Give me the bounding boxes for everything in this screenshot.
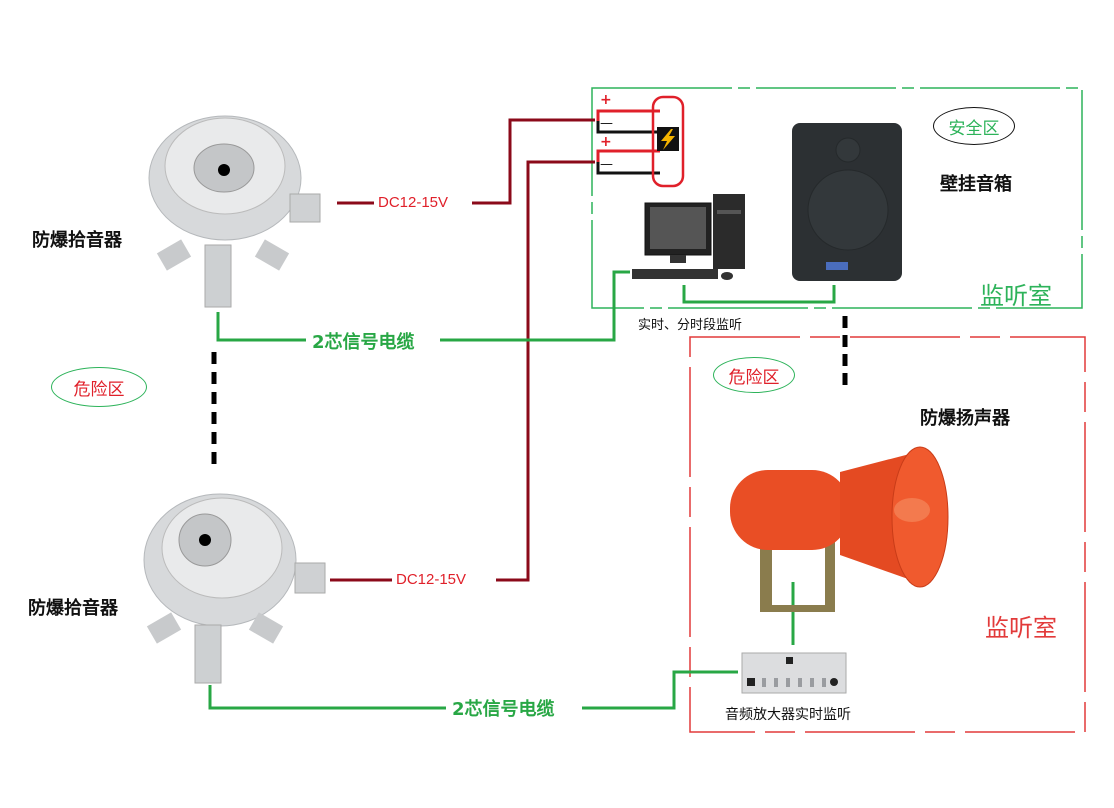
power-supply-outline	[651, 95, 685, 188]
signal-wire-top-route	[440, 270, 630, 342]
power-wire-top-route	[472, 118, 595, 205]
computer-device	[632, 194, 745, 280]
safe-zone-frame	[591, 87, 1083, 309]
lightning-icon	[661, 129, 675, 150]
pc-speaker-wire	[682, 285, 836, 304]
signal-label-top: 2芯信号电缆	[306, 328, 421, 354]
field-zone-badge: 危险区	[51, 367, 147, 407]
plus-sign-bottom: +	[600, 134, 612, 150]
signal-wire-bottom-route	[582, 670, 738, 710]
field-zone-badge-text: 危险区	[73, 379, 125, 400]
signal-wire-bottom	[208, 685, 446, 710]
hazard-room-frame	[689, 336, 1086, 733]
horn-speaker-device	[730, 446, 949, 612]
safe-room-label: 监听室	[980, 282, 1052, 310]
safe-zone-badge: 安全区	[933, 107, 1015, 145]
signal-label-bottom: 2芯信号电缆	[446, 695, 561, 721]
pickup-bottom-label: 防爆拾音器	[28, 598, 118, 619]
hazard-room-badge: 危险区	[713, 357, 795, 393]
hazard-room-label: 监听室	[985, 614, 1057, 642]
amplifier-device	[741, 652, 847, 694]
pickup-device-top	[148, 115, 321, 308]
minus-sign-top: —	[600, 116, 613, 131]
computer-caption: 实时、分时段监听	[638, 318, 743, 333]
plus-sign-top: +	[600, 92, 612, 108]
amplifier-caption: 音频放大器实时监听	[725, 707, 851, 723]
safe-zone-badge-text: 安全区	[948, 118, 1000, 139]
power-terminals	[596, 95, 685, 188]
power-label-bottom: DC12-15V	[392, 571, 471, 588]
hazard-room-badge-text: 危险区	[728, 367, 780, 388]
wall-speaker-device	[792, 123, 902, 281]
minus-sign-bottom: —	[600, 157, 613, 172]
signal-wire-top	[216, 312, 306, 342]
power-wire-bottom-route	[496, 160, 595, 582]
power-label-top: DC12-15V	[374, 194, 453, 211]
wall-speaker-label: 壁挂音箱	[940, 174, 1012, 195]
pickup-device-bottom	[143, 493, 326, 684]
horn-speaker-label: 防爆扬声器	[920, 408, 1010, 429]
pickup-top-label: 防爆拾音器	[32, 230, 122, 251]
